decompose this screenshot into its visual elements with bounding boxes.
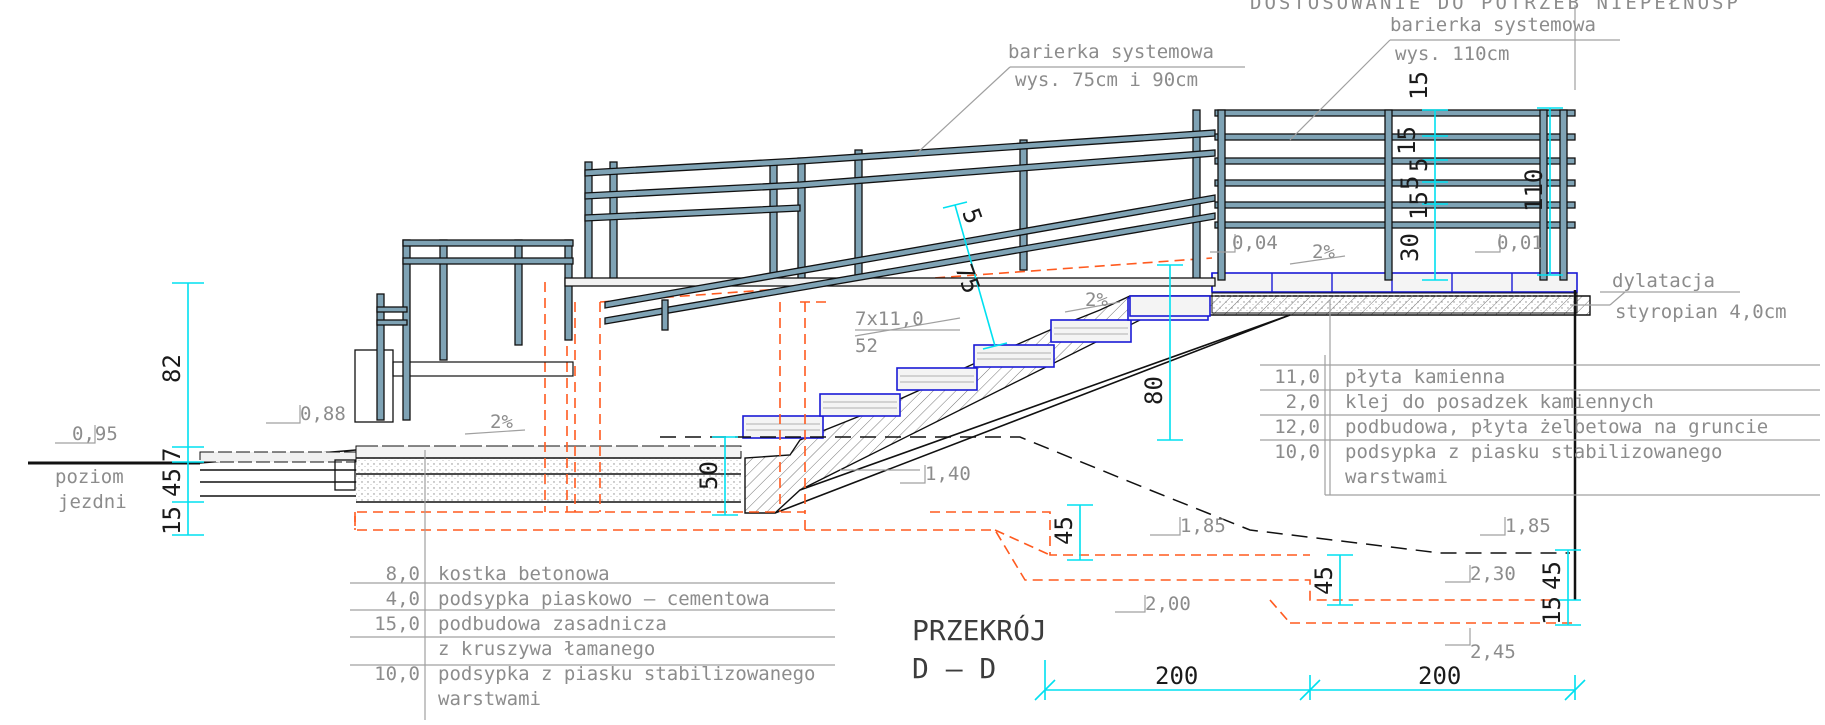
stair-tread <box>1050 319 1132 343</box>
level-088: 0,88 <box>300 403 346 425</box>
layer-thickness: 12,0 <box>1274 416 1320 438</box>
stair-tread <box>819 393 901 417</box>
railing1-label-line2: wys. 75cm i 90cm <box>1015 69 1198 91</box>
dim-80: 80 <box>1140 376 1168 405</box>
road-and-sidewalk <box>28 445 742 503</box>
dim-45d: 45 <box>1538 561 1566 590</box>
level-001: 0,01 <box>1497 232 1543 254</box>
level-004: 0,04 <box>1232 232 1278 254</box>
layer-description: podsypka piaskowo — cementowa <box>438 588 770 610</box>
section-title-line2: D — D <box>912 652 996 685</box>
dim-110: 110 <box>1520 169 1548 212</box>
slope-1: 2% <box>490 411 513 433</box>
dim-15b: 15 <box>1405 71 1433 100</box>
dim-45b: 45 <box>1050 516 1078 545</box>
layer-description: podsypka z piasku stabilizowanego <box>438 663 816 685</box>
steps-sub-label: 52 <box>855 335 878 357</box>
dim-200b: 200 <box>1418 662 1461 690</box>
stair-tread <box>742 415 824 439</box>
terrain-line <box>660 436 1570 554</box>
dim-200a: 200 <box>1155 662 1198 690</box>
dilatation-label-line2: styropian 4,0cm <box>1615 301 1787 323</box>
dim-15c: 15 <box>1393 126 1421 155</box>
layer-description: podbudowa, płyta żelbetowa na gruncie <box>1345 416 1768 438</box>
layer-thickness: 10,0 <box>1274 441 1320 463</box>
dim-5: 5 <box>956 204 987 227</box>
section-title-line1: PRZEKRÓJ <box>912 613 1047 647</box>
stair-tread <box>896 367 978 391</box>
layer-description: z kruszywa łamanego <box>438 638 655 660</box>
dimension-lines <box>172 107 1586 701</box>
layer-thickness: 15,0 <box>374 613 420 635</box>
layer-thickness: 8,0 <box>386 563 420 585</box>
layer-thickness: 2,0 <box>1286 391 1320 413</box>
layers-right-table: 11,0 płyta kamienna 2,0 klej do posadzek ka… <box>1274 366 1768 488</box>
level-230: 2,30 <box>1470 563 1516 585</box>
level-185b: 1,85 <box>1505 515 1551 537</box>
road-level-line2: jezdni <box>58 491 127 513</box>
layer-description: warstwami <box>1345 466 1448 488</box>
header-text: DOSTOSOWANIE DO POTRZEB NIEPEŁNOSP <box>1250 0 1741 14</box>
dilatation-label-line1: dylatacja <box>1612 270 1715 292</box>
level-095: 0,95 <box>72 423 118 445</box>
dim-5b: 5 <box>1405 158 1433 172</box>
layer-description: podbudowa zasadnicza <box>438 613 667 635</box>
stair-treads <box>742 295 1211 439</box>
dim-7: 7 <box>158 448 186 462</box>
layers-left-table: 8,0 kostka betonowa 4,0 podsypka piaskowo —… <box>374 563 815 710</box>
layer-thickness: 11,0 <box>1274 366 1320 388</box>
dim-5c: 5 <box>1396 176 1424 190</box>
road-level-line1: poziom <box>55 466 124 488</box>
railings <box>354 109 1576 423</box>
dim-50: 50 <box>695 461 723 490</box>
dim-45a: 45 <box>158 468 186 497</box>
dim-15d: 15 <box>1405 191 1433 220</box>
level-185a: 1,85 <box>1180 515 1226 537</box>
layer-thickness: 4,0 <box>386 588 420 610</box>
stair-tread <box>973 344 1055 368</box>
slope-2: 2% <box>1085 289 1108 311</box>
slope-3: 2% <box>1312 241 1335 263</box>
dim-45c: 45 <box>1310 566 1338 595</box>
layer-description: warstwami <box>438 688 541 710</box>
layer-description: płyta kamienna <box>1345 366 1505 388</box>
railing2-label-line1: barierka systemowa <box>1390 14 1596 36</box>
steps-label: 7x11,0 <box>855 308 924 330</box>
layer-description: kostka betonowa <box>438 563 610 585</box>
platform-paving <box>1211 272 1578 600</box>
dim-15e: 15 <box>1538 596 1566 625</box>
leader-lines <box>55 5 1820 720</box>
dim-30: 30 <box>1396 233 1424 262</box>
layer-thickness: 10,0 <box>374 663 420 685</box>
level-245: 2,45 <box>1470 641 1516 663</box>
level-200: 2,00 <box>1145 593 1191 615</box>
layer-description: klej do posadzek kamiennych <box>1345 391 1654 413</box>
railing1-label-line1: barierka systemowa <box>1008 41 1214 63</box>
railing2-label-line2: wys. 110cm <box>1395 43 1509 65</box>
layer-description: podsypka z piasku stabilizowanego <box>1345 441 1723 463</box>
dim-82: 82 <box>158 354 186 383</box>
dim-15a: 15 <box>158 506 186 535</box>
level-140: 1,40 <box>925 463 971 485</box>
